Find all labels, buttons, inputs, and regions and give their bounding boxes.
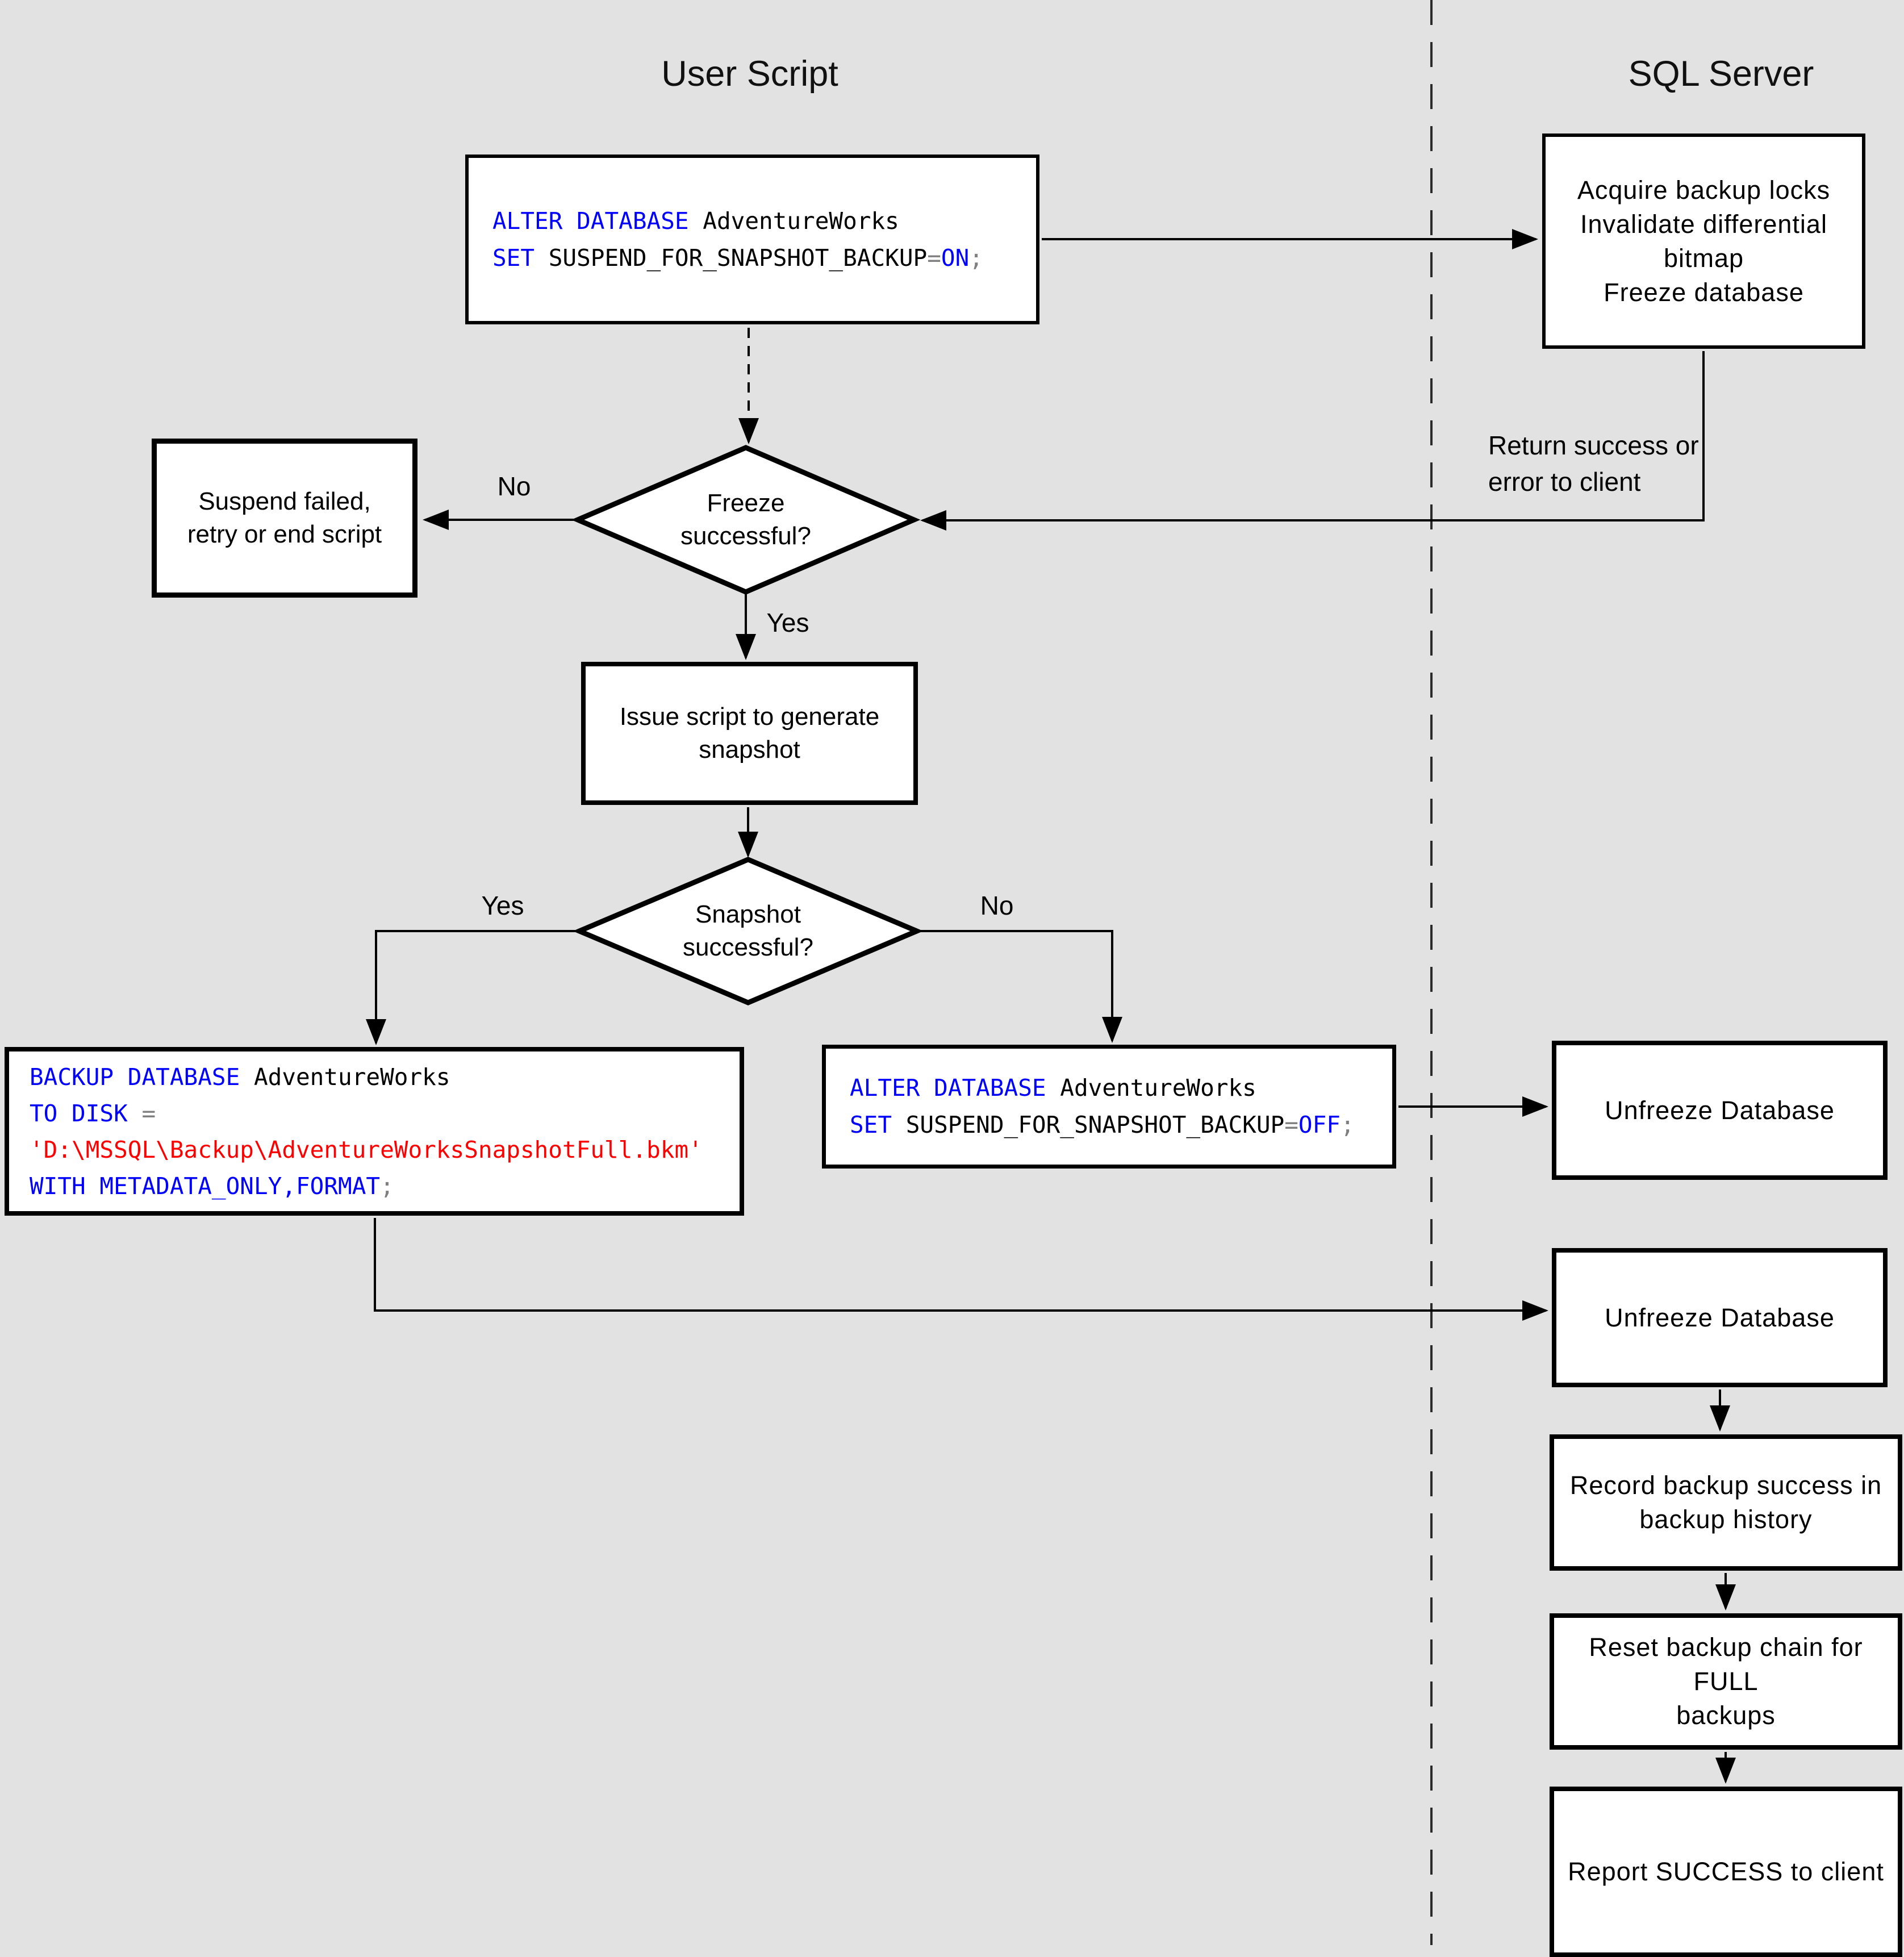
freeze-decision-diamond [571,445,921,595]
lane-title-user-script: User Script [661,54,838,94]
sql-keyword: ON [941,244,970,272]
process-box-acquire-locks: Acquire backup locks Invalidate differen… [1542,133,1865,349]
sql-operator: = [927,244,941,272]
snapshot-decision-diamond [573,857,924,1005]
process-box-issue-snapshot: Issue script to generate snapshot [581,662,918,805]
arrow-acquire-return-to-freeze-decision [920,351,1705,531]
sql-identifier: SUSPEND_FOR_SNAPSHOT_BACKUP [535,244,928,272]
code-line: SET SUSPEND_FOR_SNAPSHOT_BACKUP=OFF; [850,1107,1355,1144]
code-box-backup-metadata: BACKUP DATABASE AdventureWorks TO DISK =… [5,1047,744,1216]
freeze-decision-label: Freeze successful? [680,489,811,550]
sql-keyword: SET [492,244,535,272]
sql-punctuation: ; [380,1172,394,1200]
arrow-snapshot-no-to-alteroff [919,930,1122,1043]
sql-punctuation: ; [969,244,983,272]
sql-keyword: WITH METADATA_ONLY,FORMAT [30,1172,381,1200]
code-line: ALTER DATABASE AdventureWorks [850,1070,1256,1107]
sql-keyword: OFF [1298,1111,1341,1138]
lane-title-sql-server: SQL Server [1628,54,1814,94]
code-line: BACKUP DATABASE AdventureWorks [30,1059,450,1095]
sql-keyword: TO DISK [30,1099,128,1127]
sql-keyword: SET [850,1111,892,1138]
process-box-record-history: Record backup success in backup history [1550,1434,1902,1571]
arrow-backup-to-unfreeze2 [374,1218,1548,1321]
sql-identifier: AdventureWorks [1046,1074,1256,1101]
arrow-snapshot-yes-to-backup [366,930,577,1045]
code-box-suspend-on: ALTER DATABASE AdventureWorks SET SUSPEN… [465,155,1039,324]
freeze-yes-label: Yes [766,608,809,637]
freeze-no-label: No [497,471,531,501]
code-line: WITH METADATA_ONLY,FORMAT; [30,1168,394,1204]
snapshot-decision-label: Snapshot successful? [683,900,813,961]
sql-identifier: AdventureWorks [240,1063,450,1091]
code-line: 'D:\MSSQL\Backup\AdventureWorksSnapshotF… [30,1132,703,1168]
process-box-reset-chain: Reset backup chain for FULL backups [1550,1613,1902,1750]
process-box-report-success: Report SUCCESS to client [1550,1787,1902,1957]
sql-keyword: ALTER DATABASE [492,207,689,235]
sql-string: 'D:\MSSQL\Backup\AdventureWorksSnapshotF… [30,1136,703,1163]
sql-operator: = [127,1099,156,1127]
code-box-suspend-off: ALTER DATABASE AdventureWorks SET SUSPEN… [822,1045,1396,1169]
snapshot-no-label: No [980,891,1014,920]
code-line: TO DISK = [30,1095,156,1132]
sql-keyword: ALTER DATABASE [850,1074,1046,1101]
code-line: SET SUSPEND_FOR_SNAPSHOT_BACKUP=ON; [492,240,983,277]
process-box-suspend-failed: Suspend failed, retry or end script [152,439,417,598]
sql-identifier: AdventureWorks [688,207,899,235]
process-box-unfreeze-database-2: Unfreeze Database [1552,1248,1888,1387]
sql-identifier: SUSPEND_FOR_SNAPSHOT_BACKUP [892,1111,1285,1138]
sql-keyword: BACKUP DATABASE [30,1063,240,1091]
code-line: ALTER DATABASE AdventureWorks [492,203,899,240]
note-return-to-client: Return success or error to client [1488,431,1699,496]
process-box-unfreeze-database-1: Unfreeze Database [1552,1041,1888,1180]
sql-punctuation: ; [1340,1111,1355,1138]
snapshot-yes-label: Yes [481,891,524,920]
sql-operator: = [1284,1111,1298,1138]
